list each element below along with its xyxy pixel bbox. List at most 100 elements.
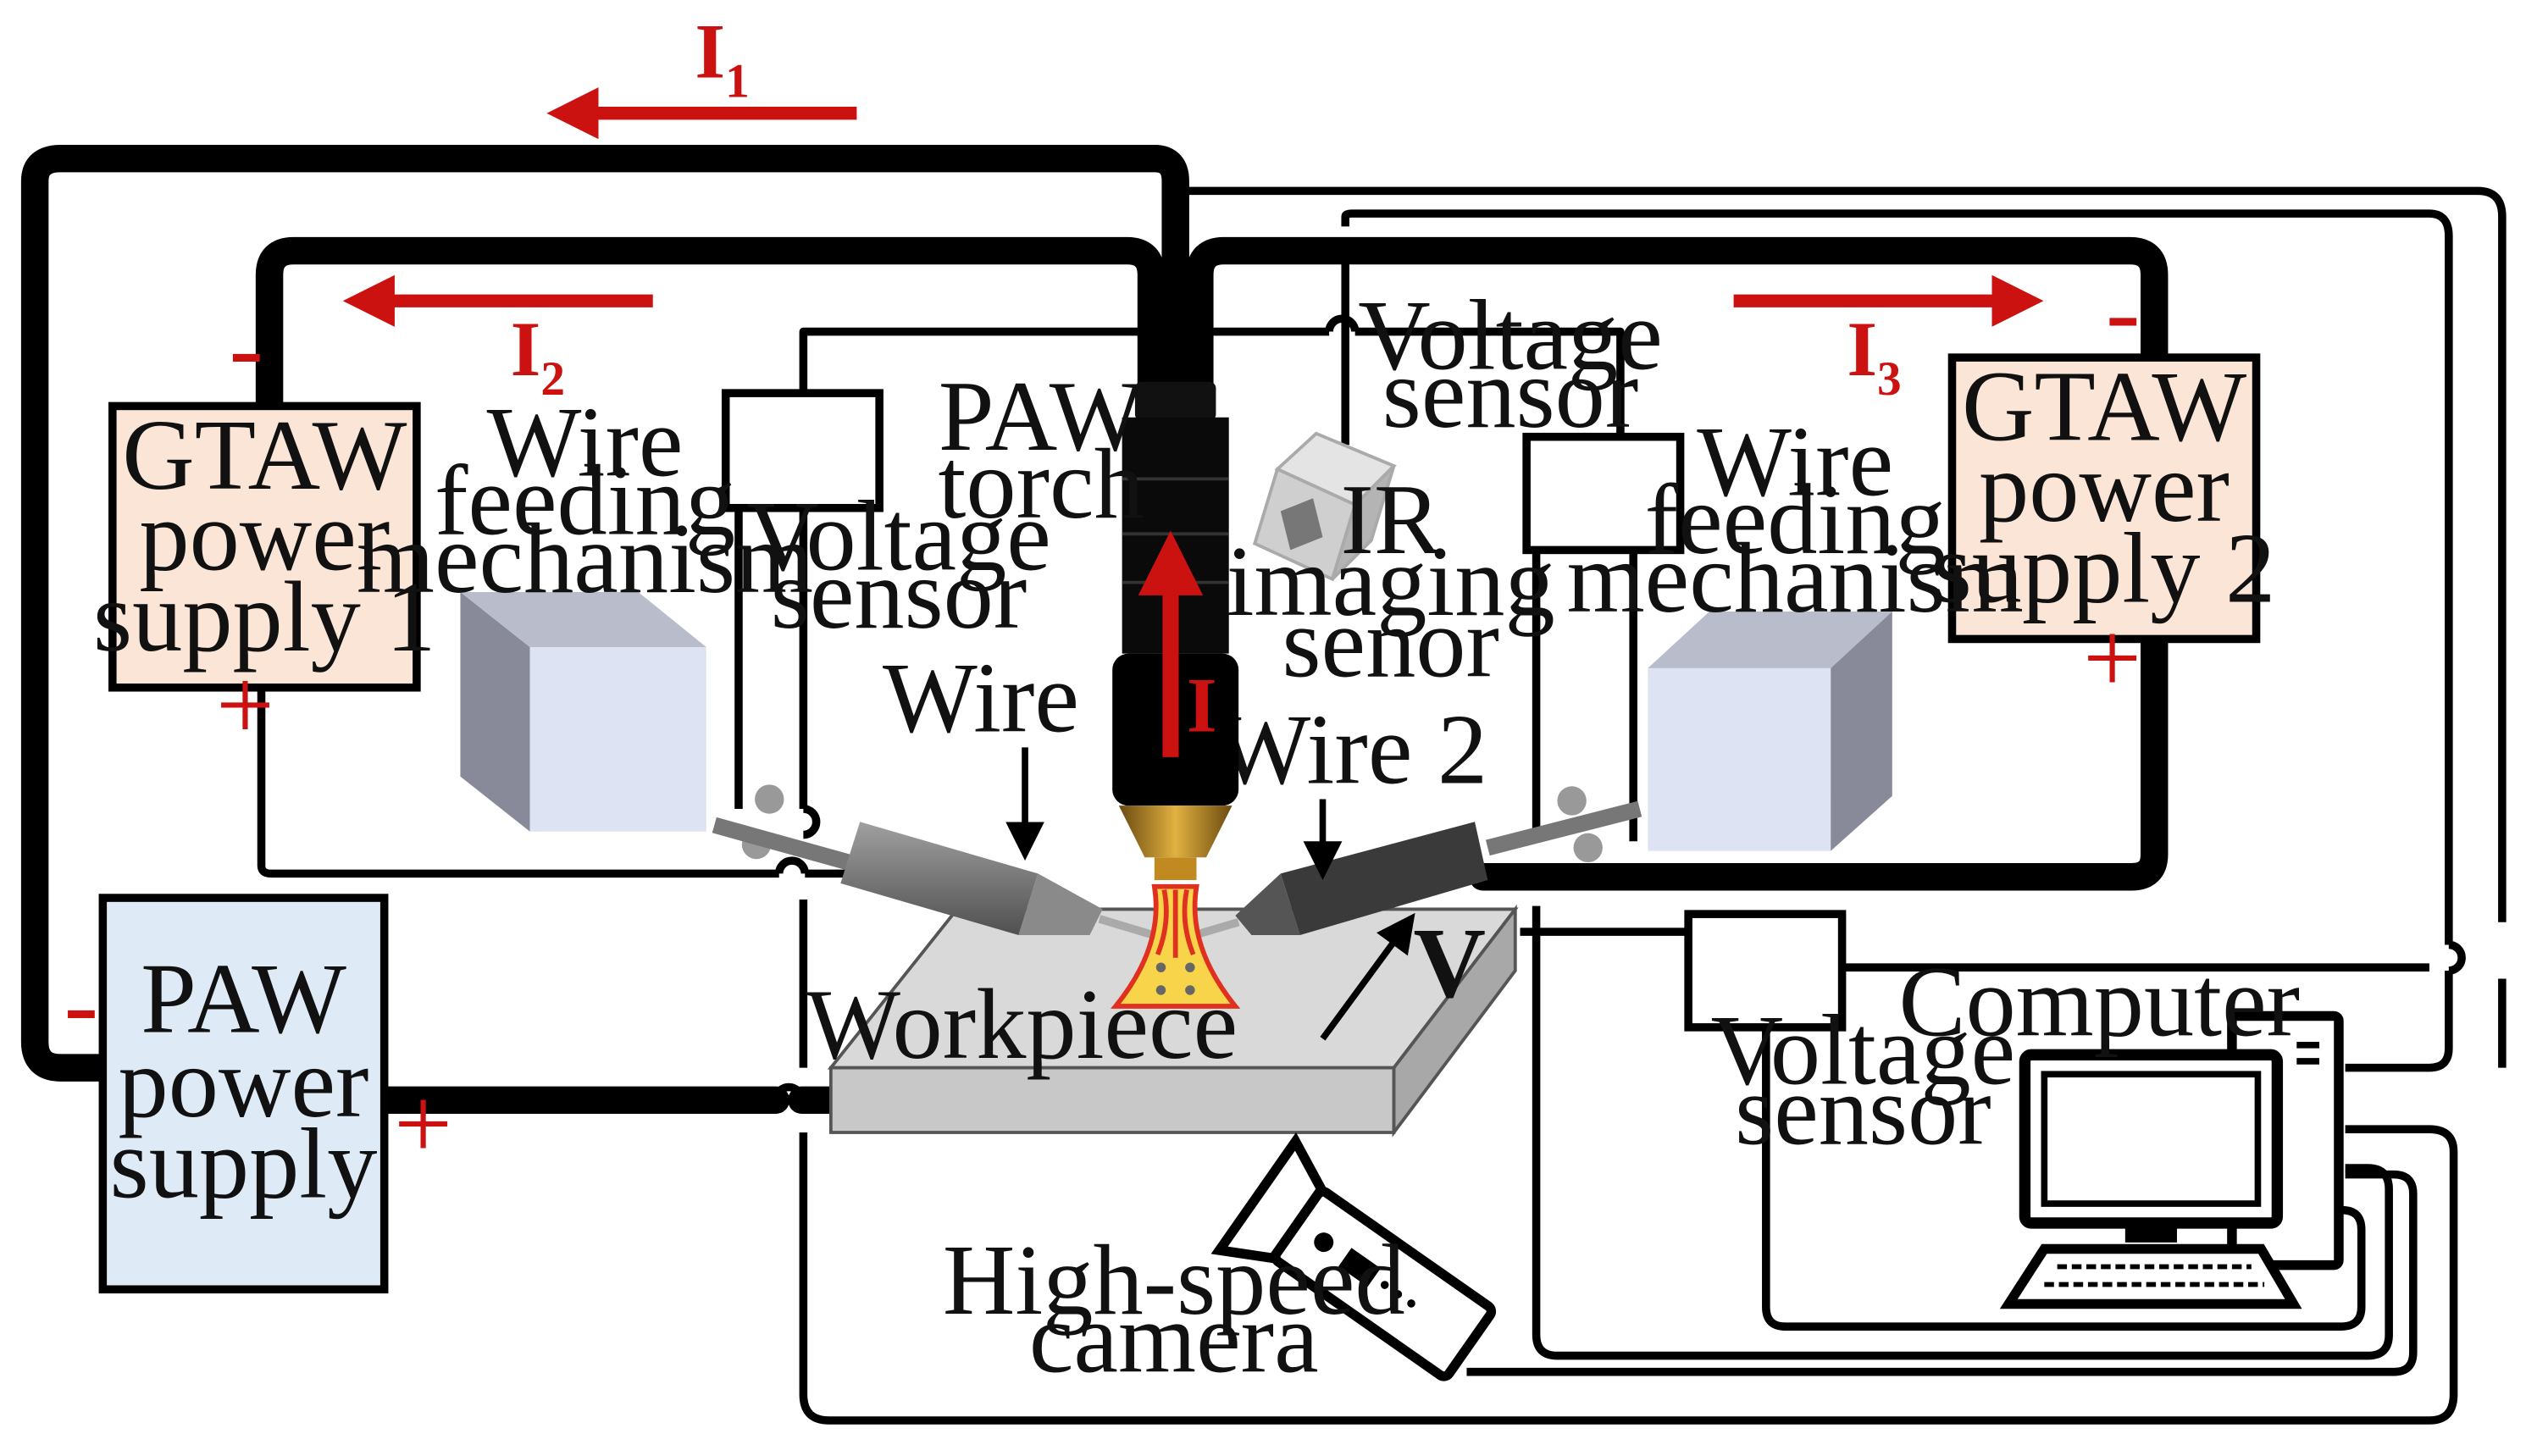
voltage-sensor-left-label-1: Voltage [746,479,1051,591]
voltage-sensor-bottom-label-2: sensor [1735,1054,1991,1165]
gtaw1-positive-sign: + [216,648,274,762]
voltage-sensor-bottom [1684,910,1847,1032]
feeder-right-label-3: mechanism [1567,522,2024,634]
paw-supply-label-3: supply [110,1107,378,1219]
feeder-left-label-3: mechanism [357,502,813,614]
wire-feeder-left [460,592,784,860]
arc-droplet [1155,962,1166,972]
paw-supply-box [98,894,389,1294]
feeder-left-label-2: feeding [435,444,735,556]
i3-label: I3 [1847,306,1901,406]
gtaw2-box [1947,353,2261,644]
computer [1999,1010,2344,1309]
wire-1-nozzle-tip [1018,873,1103,935]
crossing-bump [1325,314,1360,333]
torch-tip [1154,857,1197,881]
i1-label: I1 [695,8,749,108]
crossing-bump [774,856,810,874]
torch-top-cap [1134,381,1216,421]
camera-display [1338,1248,1381,1287]
crossing-bump [802,805,821,839]
gtaw1-negative-sign: - [229,291,263,405]
gtaw-power-supply-1: GTAW power supply 1 - + [93,291,436,762]
arc-droplet [1185,985,1195,995]
arc-droplet [1185,962,1195,972]
voltage-sensor-right-label-1: Voltage [1358,279,1663,390]
left-sensor-wire-b [799,327,1625,437]
left-sensor-ground [799,507,2458,1425]
voltage-sensor-right [1522,432,1685,555]
gtaw1-cable [255,236,1166,415]
feeder-right-roller [1557,786,1587,816]
voltage-sensor-bottom-label-1: Voltage [1711,994,2016,1106]
feeder-left-top [460,592,706,647]
gtaw2-negative-sign: - [2106,255,2141,369]
feeder-right-roller [1573,833,1603,863]
ir-sensor-label-2: imaging [1227,525,1555,637]
wire-feeder-right [1557,611,1892,863]
paw-supply-cable [20,144,1189,1082]
camera-label-2: camera [1029,1282,1319,1394]
camera-button [1314,1232,1334,1253]
gtaw2-label-2: power [1979,431,2230,543]
crossing-bump [2448,940,2466,975]
ir-sensor-lens [1280,498,1323,551]
gtaw2-positive-sign: + [2083,601,2141,715]
camera-label-1: High-speed [943,1224,1405,1336]
gtaw2-label-1: GTAW [1962,351,2246,462]
gtaw1-label-2: power [139,479,390,591]
feeder-right-top [1648,611,1892,668]
computer-screen [2041,1071,2262,1207]
travel-arrow [1320,912,1415,1041]
gtaw2-label-3: supply 2 [1933,512,2276,624]
voltage-sensor-left-label-2: sensor [771,538,1028,650]
arc-core [1155,889,1196,958]
paw-power-supply: PAW power supply - + [64,894,452,1294]
monitor-stand [2124,1222,2177,1243]
crossing-bump [772,1082,806,1101]
wire-1-feed-tube [712,817,862,874]
feeder-right-label-1: Wire [1697,405,1893,517]
paw-supply-positive-sign: + [394,1067,452,1182]
wire-2-feed-tube [1485,800,1642,856]
travel-label: V [1413,907,1486,1019]
wire-2-nozzle-body [1280,822,1488,935]
camera-wire [1466,1170,2418,1376]
computer-label: Computer [1898,945,2300,1057]
feeder-left-front [529,647,706,832]
camera-dot [1393,1290,1403,1298]
plasma-arc [1110,883,1241,1009]
ir-sensor-label-1: IR [1341,463,1441,575]
wire-1-label: Wire 1 [883,641,1155,753]
voltage-sensor-left [721,389,884,512]
feeder-right-label-2: feeding [1645,463,1946,575]
i2-label: I2 [511,306,565,406]
ir-imaging-sensor [1252,431,1397,582]
feeder-right-front [1648,667,1831,851]
gtaw2-cable [1186,236,2169,402]
gtaw1-label-3: supply 1 [93,561,436,673]
paw-supply-label-2: power [119,1027,369,1138]
arc-droplet [1155,985,1166,995]
gtaw-power-supply-2: GTAW power supply 2 - + [1933,255,2276,716]
feeder-right-side [1831,611,1892,851]
feeder-left-roller [755,784,784,814]
high-speed-camera [1210,1132,1497,1381]
voltage-sensor-right-label-2: sensor [1382,337,1639,449]
wire-1-guide [712,817,1166,943]
torch-current-label: I [1187,662,1217,748]
gtaw1-label-1: GTAW [122,399,407,511]
gtaw2-return-cable [1469,627,2169,891]
gtaw1-box [108,401,421,692]
ir-sensor-wire [1341,209,2453,1072]
torch-label-2: torch [938,428,1144,540]
feeder-left-side [460,592,530,832]
paw-supply-label-1: PAW [141,943,346,1055]
wire-2-nozzle-tip [1235,873,1300,935]
wire-2-guide [1182,800,1642,943]
bottom-sensor-to-computer [1762,1028,2366,1331]
feeder-left-label-1: Wire [487,386,684,498]
workpiece-side [1392,904,1517,1138]
